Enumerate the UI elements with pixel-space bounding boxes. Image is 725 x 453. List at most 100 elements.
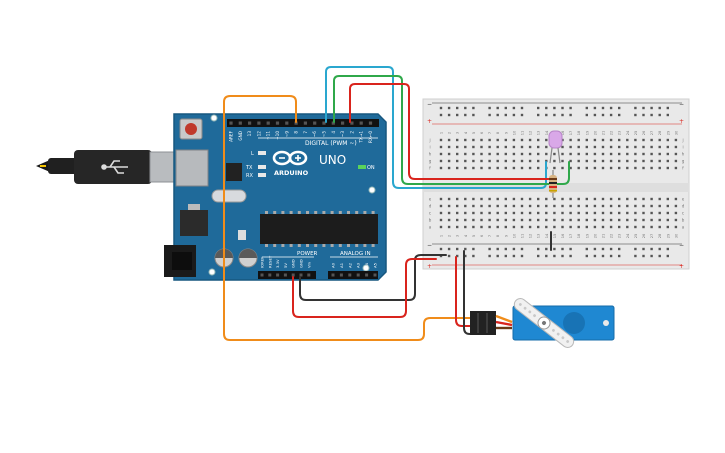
rail-hole[interactable] xyxy=(650,113,653,117)
terminal-hole[interactable] xyxy=(561,204,564,208)
terminal-hole[interactable] xyxy=(593,204,597,208)
terminal-hole[interactable] xyxy=(480,152,483,156)
terminal-hole[interactable] xyxy=(561,166,564,170)
terminal-hole[interactable] xyxy=(512,211,516,215)
terminal-hole[interactable] xyxy=(585,138,588,142)
header-pin[interactable] xyxy=(248,121,252,125)
terminal-hole[interactable] xyxy=(658,145,661,149)
terminal-hole[interactable] xyxy=(674,138,678,142)
terminal-hole[interactable] xyxy=(496,211,499,215)
terminal-hole[interactable] xyxy=(512,138,516,142)
terminal-hole[interactable] xyxy=(464,197,467,201)
rail-hole[interactable] xyxy=(464,247,467,251)
terminal-hole[interactable] xyxy=(480,218,483,222)
terminal-hole[interactable] xyxy=(496,159,499,163)
terminal-hole[interactable] xyxy=(520,197,524,201)
terminal-hole[interactable] xyxy=(545,152,548,156)
terminal-hole[interactable] xyxy=(650,166,653,170)
rail-hole[interactable] xyxy=(609,106,613,110)
rail-hole[interactable] xyxy=(553,247,556,251)
terminal-hole[interactable] xyxy=(520,159,524,163)
terminal-hole[interactable] xyxy=(480,166,483,170)
terminal-hole[interactable] xyxy=(439,225,443,229)
terminal-hole[interactable] xyxy=(634,166,637,170)
terminal-hole[interactable] xyxy=(504,152,507,156)
analog-pin[interactable] xyxy=(339,273,343,277)
terminal-hole[interactable] xyxy=(545,211,548,215)
rail-hole[interactable] xyxy=(553,254,556,258)
terminal-hole[interactable] xyxy=(609,166,613,170)
terminal-hole[interactable] xyxy=(626,152,629,156)
terminal-hole[interactable] xyxy=(464,204,467,208)
rail-hole[interactable] xyxy=(553,106,556,110)
rail-hole[interactable] xyxy=(496,106,499,110)
rail-hole[interactable] xyxy=(545,113,548,117)
header-pin[interactable] xyxy=(322,121,326,125)
header-pin[interactable] xyxy=(359,121,363,125)
terminal-hole[interactable] xyxy=(577,225,580,229)
terminal-hole[interactable] xyxy=(537,159,540,163)
terminal-hole[interactable] xyxy=(658,152,661,156)
terminal-hole[interactable] xyxy=(447,145,451,149)
terminal-hole[interactable] xyxy=(439,204,443,208)
terminal-hole[interactable] xyxy=(439,218,443,222)
terminal-hole[interactable] xyxy=(456,211,459,215)
terminal-hole[interactable] xyxy=(585,211,588,215)
terminal-hole[interactable] xyxy=(447,159,451,163)
terminal-hole[interactable] xyxy=(537,218,540,222)
terminal-hole[interactable] xyxy=(674,225,678,229)
rail-hole[interactable] xyxy=(666,247,669,251)
terminal-hole[interactable] xyxy=(674,145,678,149)
terminal-hole[interactable] xyxy=(658,159,661,163)
terminal-hole[interactable] xyxy=(634,211,637,215)
terminal-hole[interactable] xyxy=(674,218,678,222)
terminal-hole[interactable] xyxy=(480,225,483,229)
terminal-hole[interactable] xyxy=(464,166,467,170)
terminal-hole[interactable] xyxy=(528,218,532,222)
rail-hole[interactable] xyxy=(439,247,443,251)
terminal-hole[interactable] xyxy=(618,197,621,201)
rail-hole[interactable] xyxy=(496,247,499,251)
terminal-hole[interactable] xyxy=(577,218,580,222)
terminal-hole[interactable] xyxy=(496,152,499,156)
rail-hole[interactable] xyxy=(439,113,443,117)
rail-hole[interactable] xyxy=(496,113,499,117)
rail-hole[interactable] xyxy=(618,247,621,251)
rail-hole[interactable] xyxy=(472,106,475,110)
terminal-hole[interactable] xyxy=(577,197,580,201)
terminal-hole[interactable] xyxy=(577,159,580,163)
terminal-hole[interactable] xyxy=(569,138,572,142)
terminal-hole[interactable] xyxy=(642,159,645,163)
terminal-hole[interactable] xyxy=(650,159,653,163)
terminal-hole[interactable] xyxy=(642,225,645,229)
terminal-hole[interactable] xyxy=(666,138,669,142)
terminal-hole[interactable] xyxy=(569,225,572,229)
resistor[interactable] xyxy=(549,170,557,198)
terminal-hole[interactable] xyxy=(447,225,451,229)
rail-hole[interactable] xyxy=(520,247,524,251)
power-pin[interactable] xyxy=(283,273,287,277)
header-pin[interactable] xyxy=(303,121,307,125)
terminal-hole[interactable] xyxy=(512,218,516,222)
terminal-hole[interactable] xyxy=(537,225,540,229)
terminal-hole[interactable] xyxy=(472,197,475,201)
terminal-hole[interactable] xyxy=(528,166,532,170)
rail-hole[interactable] xyxy=(642,254,645,258)
header-pin[interactable] xyxy=(350,121,354,125)
terminal-hole[interactable] xyxy=(618,218,621,222)
rail-hole[interactable] xyxy=(593,254,597,258)
terminal-hole[interactable] xyxy=(609,204,613,208)
terminal-hole[interactable] xyxy=(464,145,467,149)
header-pin[interactable] xyxy=(331,121,335,125)
rail-hole[interactable] xyxy=(634,106,637,110)
rail-hole[interactable] xyxy=(456,247,459,251)
rail-hole[interactable] xyxy=(464,106,467,110)
terminal-hole[interactable] xyxy=(561,218,564,222)
rail-hole[interactable] xyxy=(456,113,459,117)
terminal-hole[interactable] xyxy=(618,152,621,156)
terminal-hole[interactable] xyxy=(593,225,597,229)
rail-hole[interactable] xyxy=(593,113,597,117)
terminal-hole[interactable] xyxy=(577,145,580,149)
terminal-hole[interactable] xyxy=(504,211,507,215)
terminal-hole[interactable] xyxy=(439,138,443,142)
